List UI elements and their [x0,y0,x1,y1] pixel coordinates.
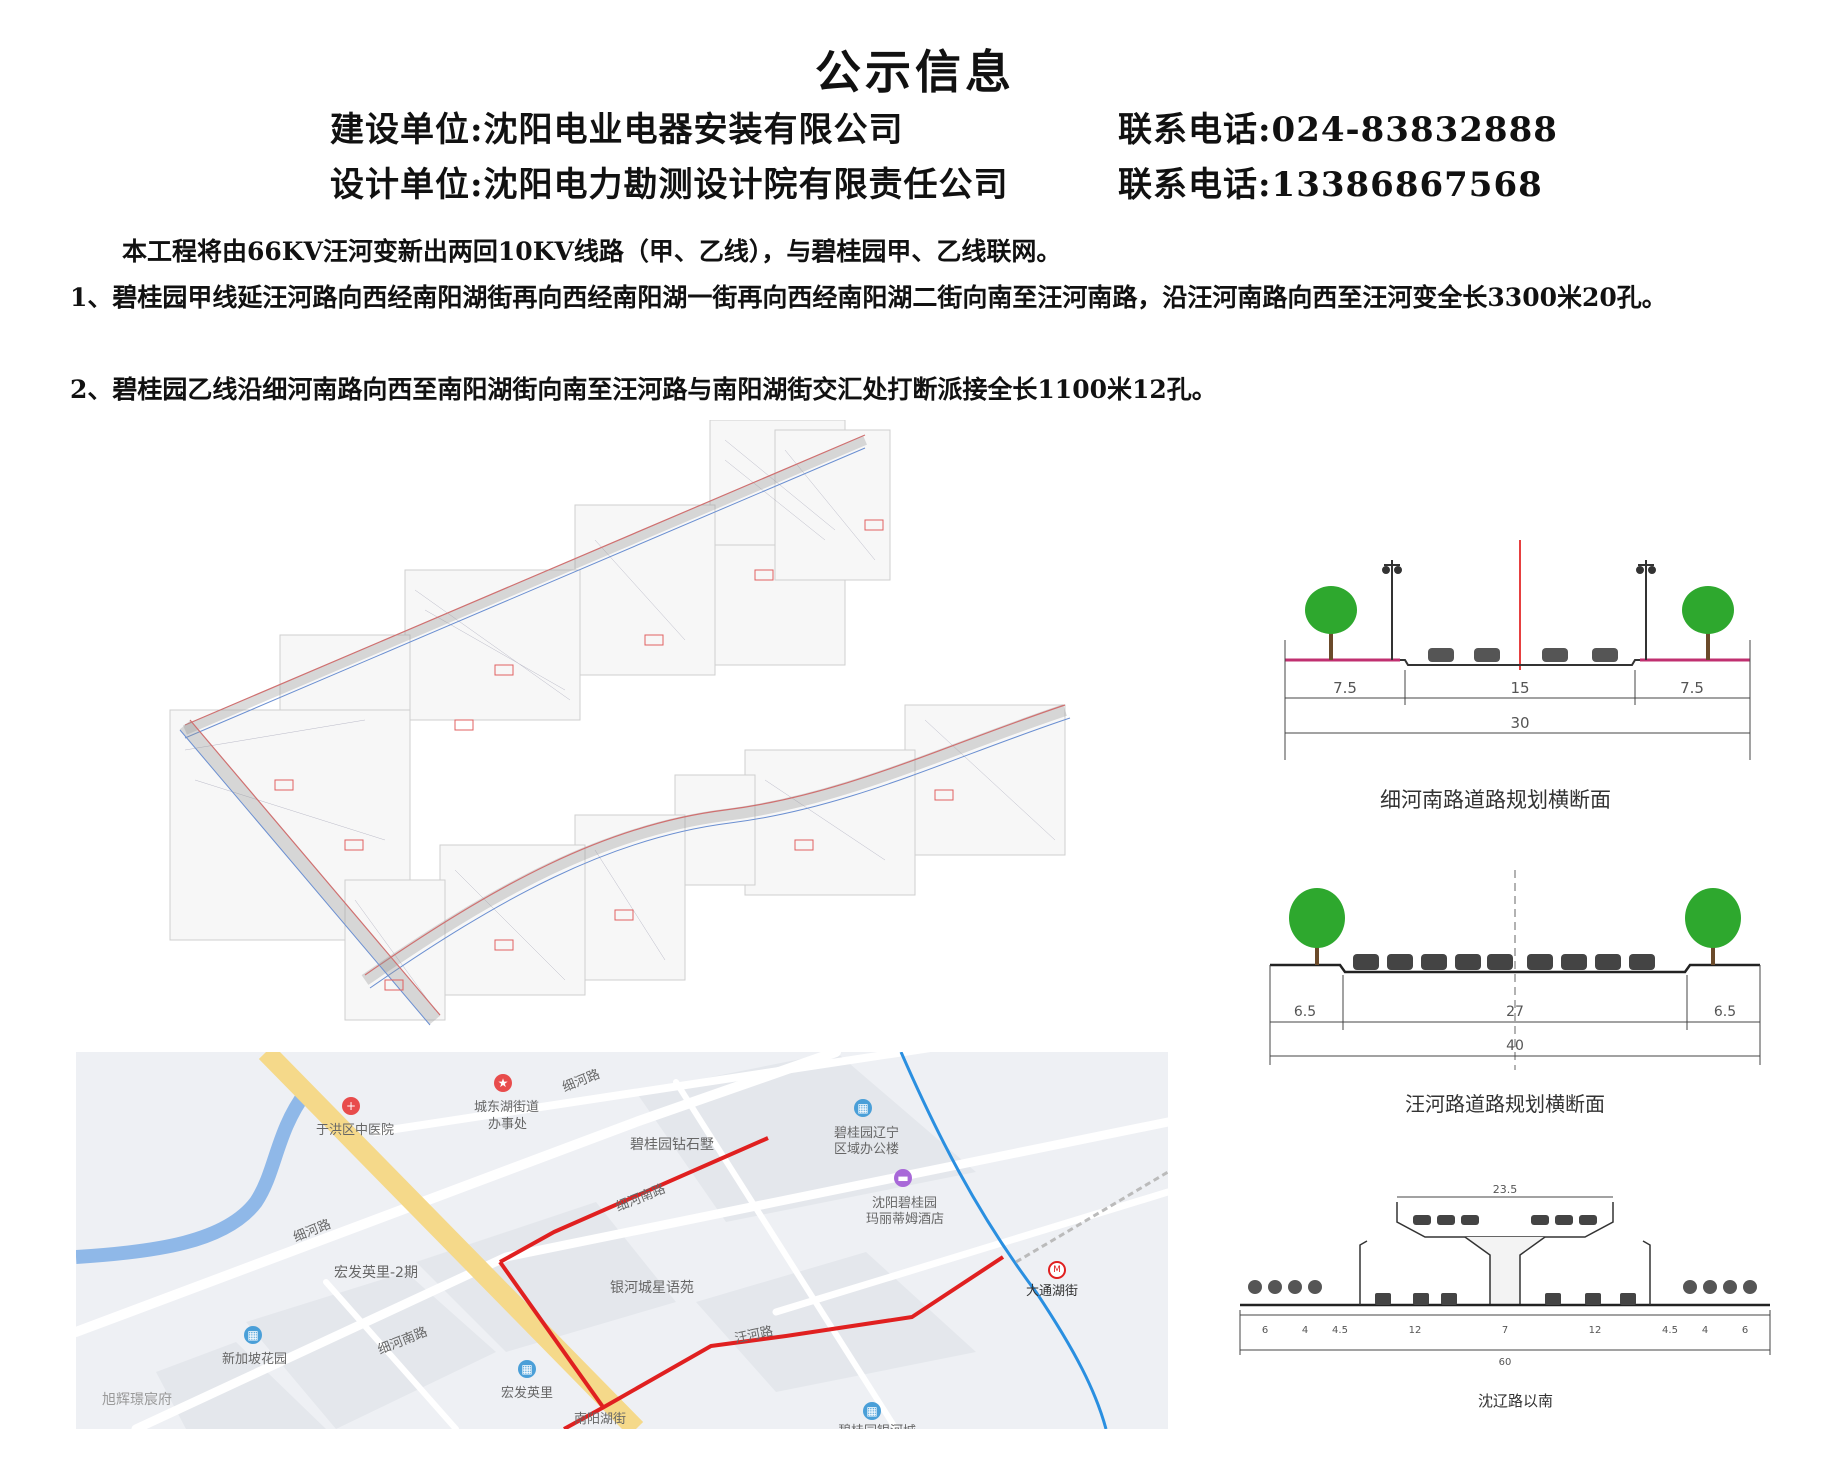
tree-icon [1305,586,1357,660]
car-icons [1428,648,1618,662]
dim-left: 7.5 [1333,679,1357,697]
map-label-office-2: 办事处 [488,1117,528,1132]
building-icon[interactable]: ▦ [854,1099,872,1117]
dim-seg: 4.5 [1662,1325,1678,1336]
map-label-hongfa: 宏发英里 [501,1386,554,1401]
designer-phone: 联系电话:13386867568 [1118,165,1543,205]
map-label-nanyang-street: 南阳湖街 [574,1412,627,1427]
hotel-icon[interactable]: ▬ [894,1169,912,1187]
route-item-1: 1、碧桂园甲线延汪河路向西经南阳湖街再向西经南阳湖一街再向西经南阳湖二街向南至汪… [70,283,1667,312]
route-item-2: 2、碧桂园乙线沿细河南路向西至南阳湖街向南至汪河路与南阳湖街交汇处打断派接全长1… [70,375,1217,404]
streetlight-icon [1636,560,1656,660]
dim-total: 60 [1499,1357,1512,1368]
car-icons [1353,954,1655,970]
residence-icon[interactable]: ▦ [863,1402,881,1420]
dim-seg: 6 [1262,1325,1268,1336]
tree-icon [1685,888,1741,965]
government-star-icon[interactable]: ★ [494,1074,512,1092]
location-map[interactable]: + ★ ▦ ▬ ▦ ▦ ▦ M 于洪区中医院 城东湖街道 办事处 细河路 碧桂园… [76,1052,1168,1429]
builder-label: 建设单位:沈阳电业电器安装有限公司 [330,110,904,150]
dim-seg: 12 [1589,1325,1602,1336]
dim-total: 40 [1506,1038,1524,1054]
dim-right: 7.5 [1680,679,1704,697]
dim-left: 6.5 [1294,1004,1316,1020]
dim-total: 30 [1510,714,1529,732]
dim-seg: 4 [1702,1325,1708,1336]
page-title: 公示信息 [815,45,1015,99]
cross-section-3: 23.5 6 4 4.5 12 7 12 4.5 4 6 60 [1239,1183,1771,1368]
tree-icon [1289,888,1345,965]
map-label-hongfa-2: 宏发英里-2期 [334,1265,418,1281]
map-label-xuhui: 旭辉璟宸府 [102,1392,172,1408]
dim-deck: 23.5 [1493,1183,1518,1196]
tree-icons [1248,1280,1757,1294]
map-label-yinhe: 银河城星语苑 [610,1280,694,1296]
residence-icon[interactable]: ▦ [244,1326,262,1344]
hospital-icon[interactable]: + [342,1097,360,1115]
dim-seg: 12 [1409,1325,1422,1336]
map-label-metro-station: 大通湖街 [1026,1284,1079,1299]
streetlight-icon [1382,560,1402,660]
map-label-xinjiapo: 新加坡花园 [222,1352,288,1367]
map-label-bgy-yinhe: 碧桂园银河城 [838,1420,916,1429]
dim-center: 15 [1510,679,1529,697]
designer-label: 设计单位:沈阳电力勘测设计院有限责任公司 [330,165,1009,205]
map-roads [76,1052,1168,1429]
map-label-office: 城东湖街道 [474,1100,540,1115]
metro-station-icon[interactable]: M [1048,1261,1066,1279]
tree-icon [1682,586,1734,660]
map-label-bgy-office: 碧桂园辽宁 [834,1126,900,1141]
dim-seg: 4 [1302,1325,1308,1336]
streetlight-icon [1359,1240,1651,1305]
plan-drawing-collage [169,420,1071,1026]
map-label-diamond-villa: 碧桂园钻石墅 [630,1137,714,1153]
builder-phone: 联系电话:024-83832888 [1118,110,1558,150]
section-caption-1: 细河南路道路规划横断面 [1380,788,1611,812]
cross-section-2: 6.5 27 6.5 40 [1269,870,1761,1070]
section-caption-3: 沈辽路以南 [1478,1392,1554,1410]
map-label-hotel-2: 玛丽蒂姆酒店 [866,1212,945,1227]
map-label-bgy-office-2: 区域办公楼 [834,1142,900,1157]
dim-seg: 4.5 [1332,1325,1348,1336]
dim-center: 27 [1506,1004,1524,1020]
dim-seg: 7 [1502,1325,1508,1336]
cross-section-1: 7.5 15 7.5 30 [1284,540,1751,760]
intro-text: 本工程将由66KV汪河变新出两回10KV线路（甲、乙线），与碧桂园甲、乙线联网。 [122,237,1062,266]
residence-icon[interactable]: ▦ [518,1360,536,1378]
section-caption-2: 汪河路道路规划横断面 [1405,1092,1605,1116]
map-label-hospital: 于洪区中医院 [316,1123,395,1138]
map-label-hotel: 沈阳碧桂园 [872,1196,938,1211]
dim-seg: 6 [1742,1325,1748,1336]
dim-right: 6.5 [1714,1004,1736,1020]
